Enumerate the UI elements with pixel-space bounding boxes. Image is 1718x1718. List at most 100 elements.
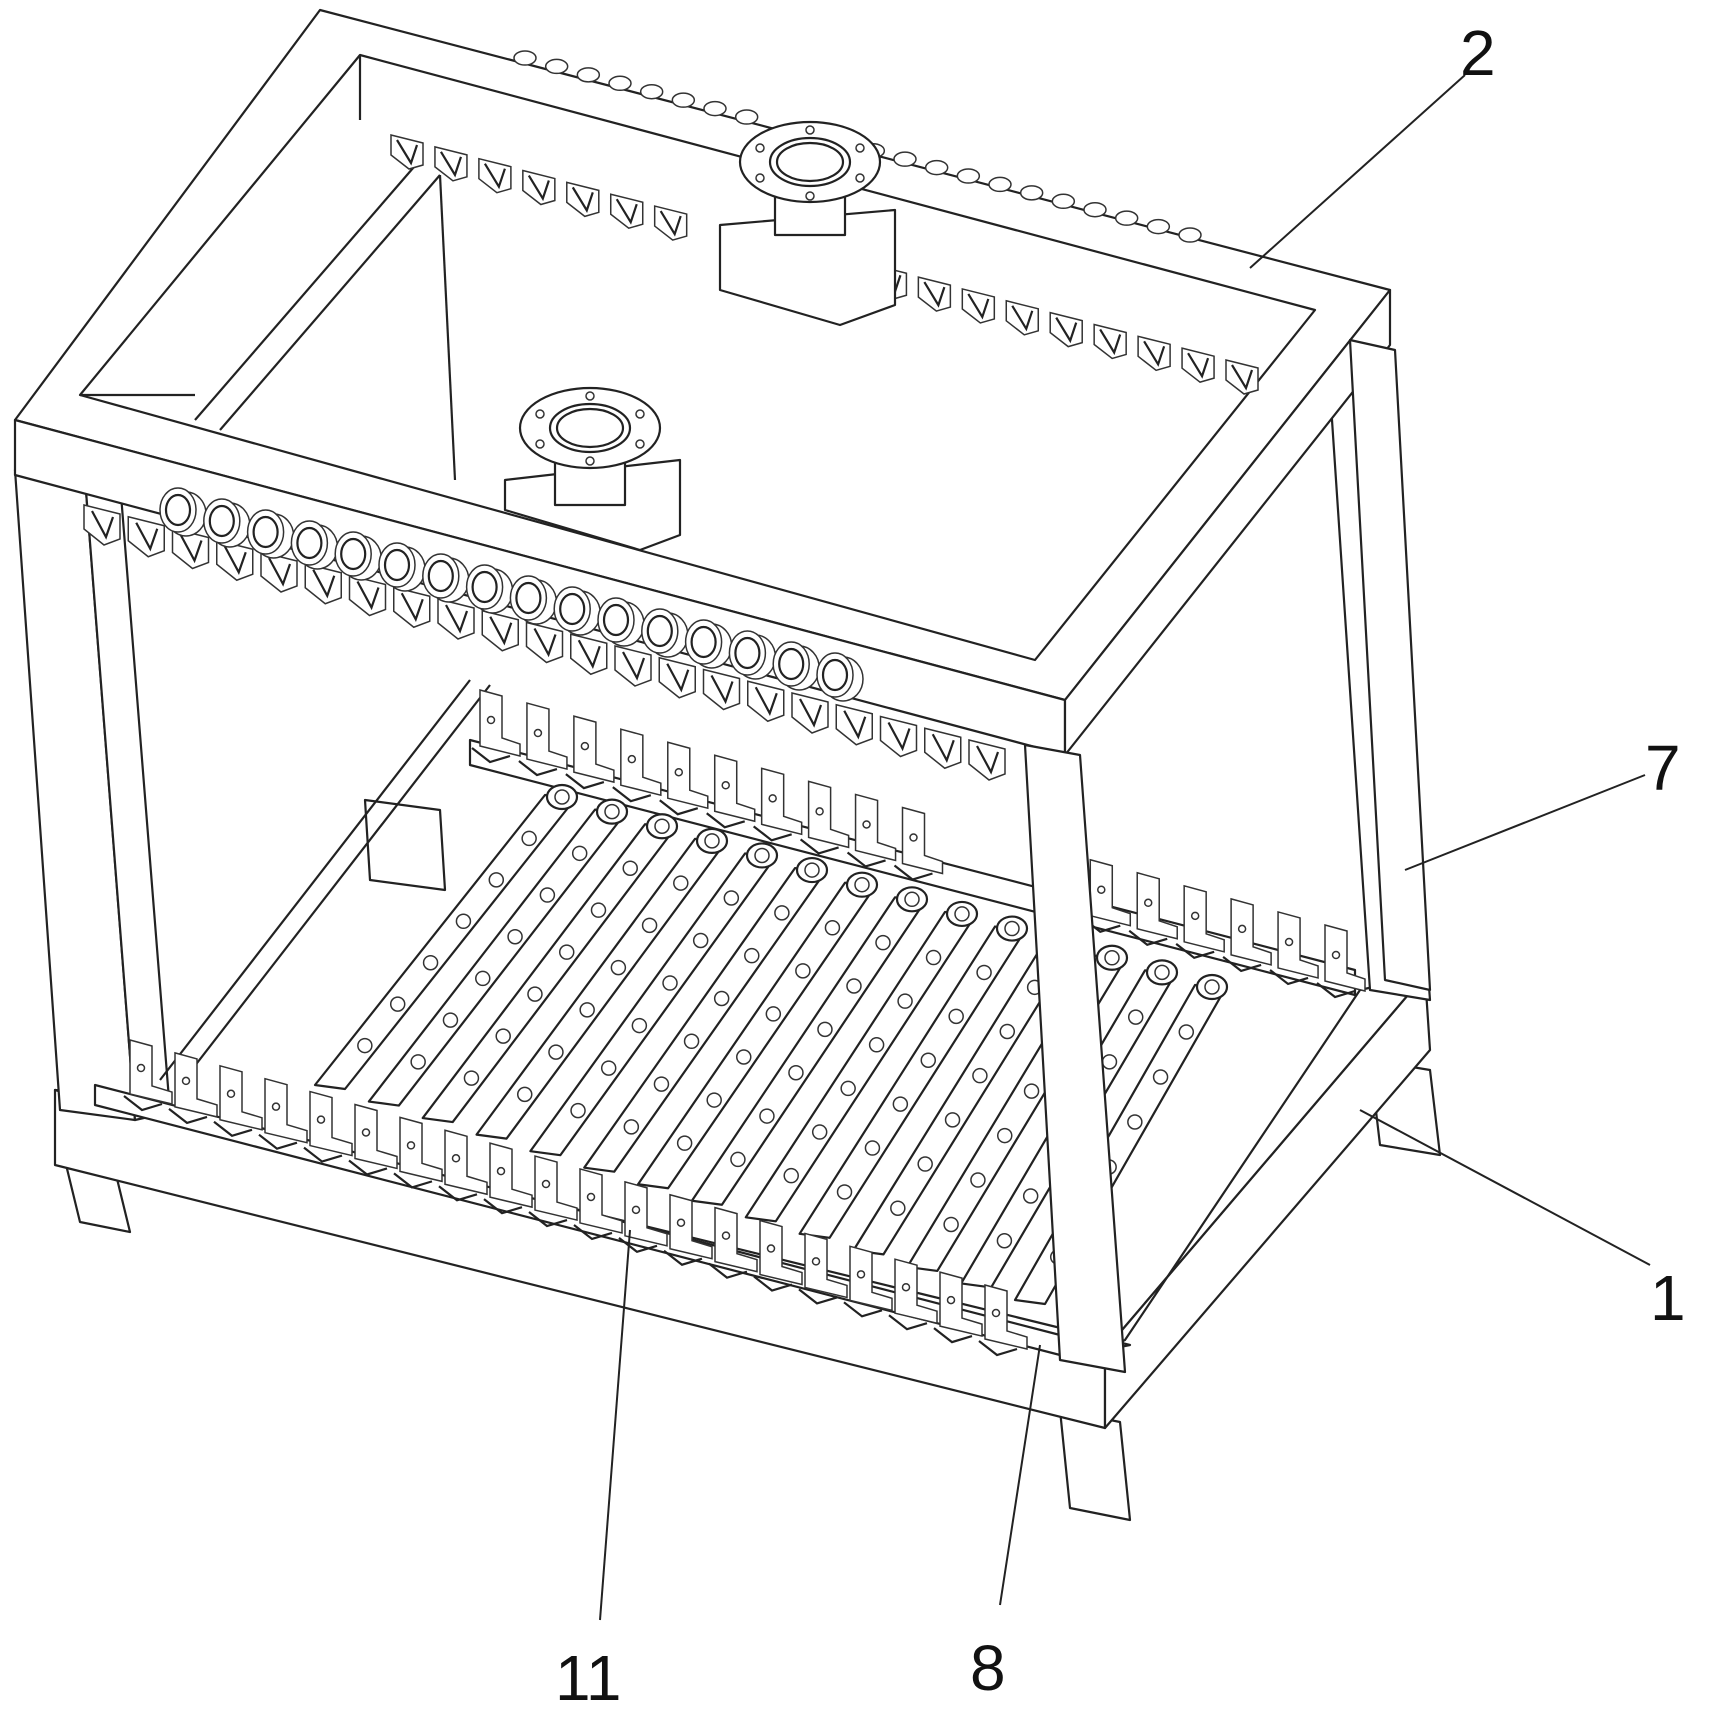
lower-bracket <box>265 1079 307 1143</box>
front-bracket <box>704 670 740 710</box>
slat-hole <box>865 1141 879 1155</box>
lower-bracket <box>580 1169 622 1233</box>
slat-hole <box>518 1087 532 1101</box>
slat-hole <box>464 1071 478 1085</box>
slat-hole <box>1179 1025 1193 1039</box>
back-roller <box>957 169 979 183</box>
label-2: 2 <box>1460 17 1496 89</box>
back-roller <box>989 177 1011 191</box>
mid-bracket <box>715 755 755 821</box>
mid-bracket <box>1184 886 1224 952</box>
slat-hole <box>1129 1010 1143 1024</box>
slat-hole <box>549 1045 563 1059</box>
slat-hole <box>591 903 605 917</box>
back-roller <box>736 110 758 124</box>
slat-hole <box>707 1093 721 1107</box>
slat-hole <box>678 1136 692 1150</box>
slat-hole <box>528 987 542 1001</box>
front-bracket <box>881 717 917 757</box>
front-bracket <box>482 611 518 651</box>
slat-hole <box>927 951 941 965</box>
back-roller <box>546 59 568 73</box>
slat-hole <box>654 1077 668 1091</box>
front-bracket <box>969 740 1005 780</box>
slat-hole <box>825 921 839 935</box>
mid-bracket <box>574 716 614 782</box>
back-roller <box>1084 203 1106 217</box>
lower-bracket <box>490 1143 532 1207</box>
back-roller <box>514 51 536 65</box>
slat-hole <box>898 994 912 1008</box>
front-bracket <box>925 728 961 768</box>
slat-hole <box>424 956 438 970</box>
lower-bracket <box>805 1233 847 1297</box>
slat-hole <box>946 1113 960 1127</box>
slat-hole <box>1025 1084 1039 1098</box>
mid-bracket <box>668 742 708 808</box>
mid-bracket <box>1090 860 1130 926</box>
slat-hole <box>643 918 657 932</box>
slat-hole <box>1024 1189 1038 1203</box>
lower-bracket <box>850 1246 892 1310</box>
slat-hole <box>921 1053 935 1067</box>
base-right-beam <box>1105 975 1430 1428</box>
slat-hole <box>760 1109 774 1123</box>
front-bracket <box>748 681 784 721</box>
base-inner-right <box>1105 975 1425 1350</box>
mid-bracket <box>856 794 896 860</box>
back-roller <box>672 93 694 107</box>
back-roller <box>1021 186 1043 200</box>
back-roller <box>1052 194 1074 208</box>
lower-bracket <box>355 1104 397 1168</box>
slat-hole <box>1000 1025 1014 1039</box>
back-roller <box>894 152 916 166</box>
front-bracket <box>438 599 474 639</box>
slat-hole <box>1102 1055 1116 1069</box>
slat-hole <box>838 1185 852 1199</box>
slat-hole <box>870 1038 884 1052</box>
front-bracket <box>659 658 695 698</box>
slat-hole <box>685 1034 699 1048</box>
front-bracket <box>305 564 341 604</box>
slat-hole <box>411 1055 425 1069</box>
slat-hole <box>841 1081 855 1095</box>
back-roller <box>641 85 663 99</box>
slat-hole <box>977 965 991 979</box>
slat-hole <box>476 971 490 985</box>
mid-bracket <box>527 703 567 769</box>
mid-bracket <box>1231 899 1271 965</box>
back-roller <box>609 76 631 90</box>
slat-hole <box>391 997 405 1011</box>
lower-bracket <box>310 1092 352 1156</box>
slat-hole <box>775 906 789 920</box>
lower-bracket <box>220 1066 262 1130</box>
slat-hole <box>737 1050 751 1064</box>
slat-hole <box>973 1069 987 1083</box>
slat-hole <box>918 1157 932 1171</box>
slat-hole <box>560 945 574 959</box>
mid-bracket <box>1137 873 1177 939</box>
front-bracket <box>836 705 872 745</box>
mid-bracket <box>1325 925 1365 991</box>
lower-bracket <box>760 1221 802 1285</box>
back-roller <box>704 102 726 116</box>
mid-bracket <box>762 768 802 834</box>
slat-hole <box>632 1019 646 1033</box>
slat-hole <box>766 1007 780 1021</box>
slat-hole <box>571 1104 585 1118</box>
slat-hole <box>998 1129 1012 1143</box>
slat-hole <box>602 1061 616 1075</box>
lower-bracket <box>400 1117 442 1181</box>
slat-hole <box>847 979 861 993</box>
mid-bracket <box>621 729 661 795</box>
lower-bracket <box>670 1195 712 1259</box>
slat-hole <box>876 936 890 950</box>
left-posts <box>15 470 170 1120</box>
slat-hole <box>891 1201 905 1215</box>
slat-hole <box>663 976 677 990</box>
slat-hole <box>624 1120 638 1134</box>
back-roller <box>1147 220 1169 234</box>
front-bracket <box>615 646 651 686</box>
mid-bracket <box>1278 912 1318 978</box>
lower-bracket <box>175 1053 217 1117</box>
